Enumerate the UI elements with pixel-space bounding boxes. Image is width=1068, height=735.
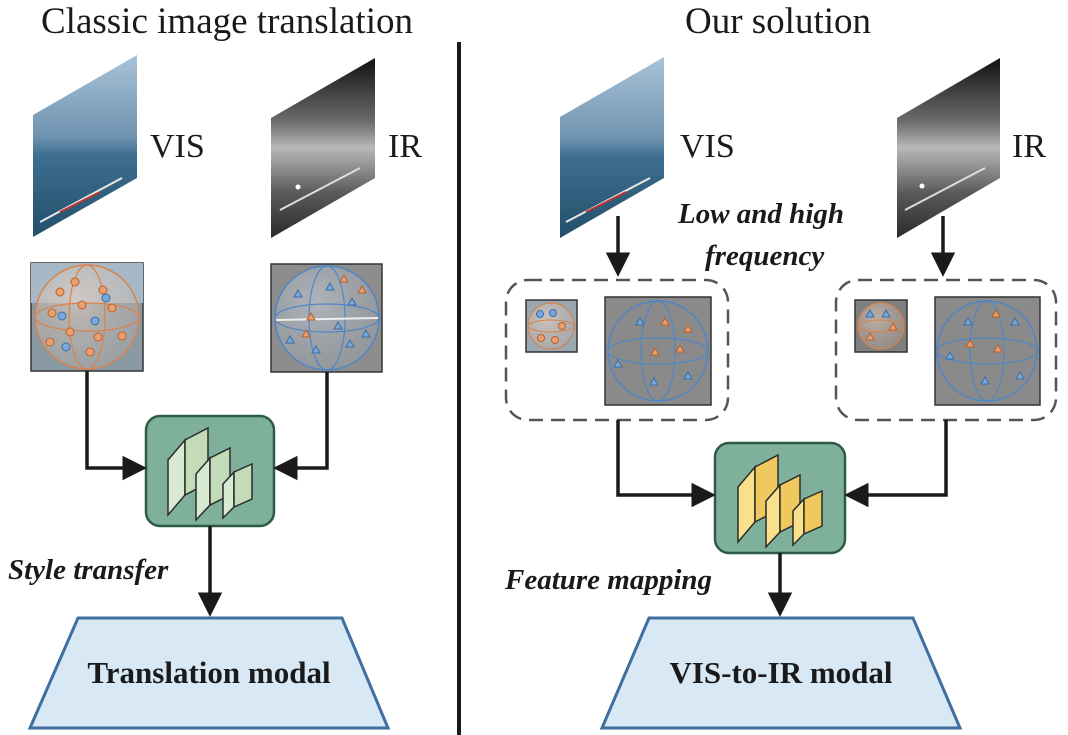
left-title: Classic image translation: [41, 1, 413, 42]
right-vis-low-frequency-sphere: [525, 299, 578, 353]
right-ir-image: [897, 58, 1000, 238]
left-process-label: Style transfer: [8, 554, 169, 586]
right-ir-low-frequency-sphere: [854, 299, 908, 353]
right-output-modal: [599, 616, 963, 730]
left-vis-arrow: [85, 371, 147, 481]
left-ir-image: [271, 58, 375, 238]
frequency-label-line1: Low and high: [677, 198, 844, 230]
right-ir-label: IR: [1012, 128, 1046, 165]
right-vis-to-network-arrow: [616, 420, 716, 508]
right-process-label: Feature mapping: [504, 564, 712, 596]
right-title: Our solution: [685, 1, 871, 42]
left-network-box: [144, 414, 276, 528]
right-vis-high-frequency-sphere: [604, 296, 712, 406]
left-vis-feature-sphere: [30, 262, 144, 372]
right-vis-image: [560, 57, 664, 238]
left-vis-image: [33, 55, 137, 237]
left-output-modal: [27, 616, 391, 730]
right-network-blocks: [737, 453, 823, 549]
right-vis-label: VIS: [680, 128, 735, 165]
left-ir-label: IR: [388, 128, 422, 165]
right-ir-high-frequency-sphere: [934, 296, 1041, 406]
right-output-label: VIS-to-IR modal: [669, 655, 892, 690]
right-network-box: [713, 441, 847, 555]
left-network-blocks: [167, 426, 253, 522]
right-ir-to-network-arrow: [844, 420, 948, 508]
frequency-label-line2: frequency: [705, 240, 824, 272]
left-vis-label: VIS: [150, 128, 205, 165]
left-ir-feature-sphere: [270, 263, 383, 373]
left-ir-arrow: [273, 372, 329, 481]
left-output-label: Translation modal: [87, 655, 331, 690]
